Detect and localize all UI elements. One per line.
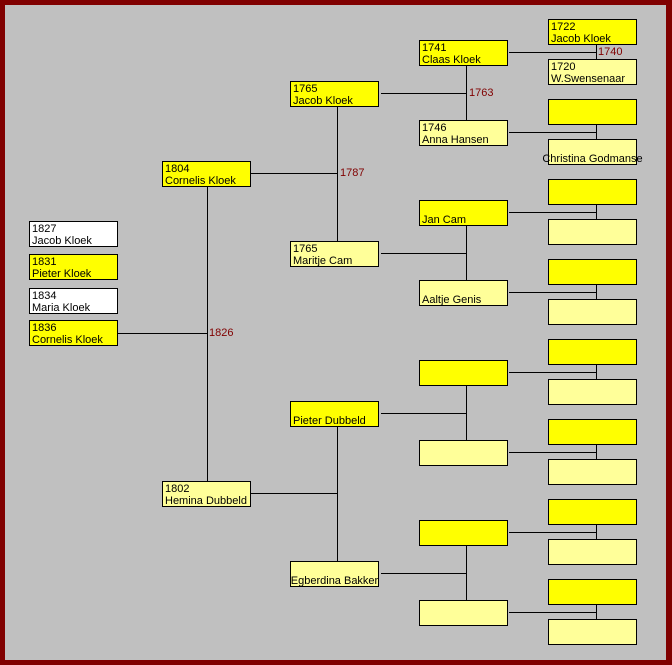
great-great-grandparent-box[interactable]: [548, 99, 637, 125]
person-name: Egberdina Bakker: [290, 575, 379, 587]
person-name: Jacob Kloek: [551, 33, 611, 45]
person-name: Jacob Kloek: [293, 95, 353, 107]
connector-line: [466, 386, 467, 440]
grandparent-box[interactable]: Egberdina Bakker: [290, 561, 379, 587]
person-name: Pieter Kloek: [32, 268, 92, 280]
person-name: Jan Cam: [422, 214, 467, 226]
connector-line: [381, 573, 466, 574]
connector-line: [596, 525, 597, 539]
person-year: 1722: [551, 21, 576, 33]
person-name: Christina Godmanse: [542, 153, 643, 165]
connector-line: [596, 285, 597, 299]
great-great-grandparent-box[interactable]: [548, 619, 637, 645]
great-grandparent-box[interactable]: [419, 360, 508, 386]
marriage-year: 1763: [469, 87, 494, 99]
connector-line: [381, 93, 466, 94]
person-name: Aaltje Genis: [422, 294, 482, 306]
person-name: Maria Kloek: [32, 302, 91, 314]
great-great-grandparent-box[interactable]: [548, 299, 637, 325]
great-great-grandparent-box[interactable]: [548, 499, 637, 525]
connector-line: [509, 292, 596, 293]
person-year: 1827: [32, 223, 57, 235]
connector-line: [596, 205, 597, 219]
person-name: Jacob Kloek: [32, 235, 92, 247]
marriage-year: 1826: [209, 327, 234, 339]
person-name: Pieter Dubbeld: [293, 415, 366, 427]
person-name: Cornelis Kloek: [32, 334, 103, 346]
person-year: 1741: [422, 42, 447, 54]
great-grandparent-box[interactable]: [419, 600, 508, 626]
person-name: Hemina Dubbeld: [165, 495, 247, 507]
connector-line: [381, 253, 466, 254]
connector-line: [466, 66, 467, 120]
connector-line: [596, 605, 597, 619]
great-great-grandparent-box[interactable]: [548, 419, 637, 445]
person-name: W.Swensenaar: [551, 73, 625, 85]
connector-line: [509, 52, 596, 53]
person-name: Claas Kloek: [422, 54, 481, 66]
person-year: 1831: [32, 256, 57, 268]
connector-line: [596, 365, 597, 379]
great-grandparent-box[interactable]: Aaltje Genis: [419, 280, 508, 306]
connector-line: [509, 612, 596, 613]
connector-line: [596, 45, 597, 59]
connector-line: [509, 132, 596, 133]
great-grandparent-box[interactable]: [419, 440, 508, 466]
great-great-grandparent-box[interactable]: [548, 259, 637, 285]
person-year: 1765: [293, 243, 318, 255]
great-great-grandparent-box[interactable]: [548, 379, 637, 405]
connector-line: [509, 532, 596, 533]
connector-line: [596, 125, 597, 139]
great-great-grandparent-box[interactable]: [548, 219, 637, 245]
connector-line: [251, 173, 337, 174]
grandparent-box[interactable]: Pieter Dubbeld: [290, 401, 379, 427]
great-great-grandparent-box[interactable]: [548, 539, 637, 565]
marriage-year: 1787: [340, 167, 365, 179]
person-year: 1802: [165, 483, 190, 495]
marriage-year: 1740: [598, 46, 623, 58]
connector-line: [118, 333, 207, 334]
great-great-grandparent-box[interactable]: Christina Godmanse: [542, 139, 643, 165]
connector-line: [596, 445, 597, 459]
connector-line: [509, 212, 596, 213]
person-year: 1836: [32, 322, 57, 334]
person-name: Cornelis Kloek: [165, 175, 236, 187]
person-year: 1720: [551, 61, 576, 73]
connector-line: [509, 372, 596, 373]
great-great-grandparent-box[interactable]: [548, 179, 637, 205]
person-year: 1834: [32, 290, 57, 302]
person-year: 1746: [422, 122, 447, 134]
person-name: Maritje Cam: [293, 255, 353, 267]
great-great-grandparent-box[interactable]: [548, 339, 637, 365]
great-grandparent-box[interactable]: [419, 520, 508, 546]
connector-line: [207, 187, 208, 481]
connector-line: [251, 493, 337, 494]
connector-line: [466, 546, 467, 600]
connector-line: [337, 427, 338, 561]
connector-line: [337, 107, 338, 241]
great-grandparent-box[interactable]: Jan Cam: [419, 200, 508, 226]
person-name: Anna Hansen: [422, 134, 489, 146]
great-great-grandparent-box[interactable]: [548, 459, 637, 485]
connector-line: [466, 226, 467, 280]
person-year: 1804: [165, 163, 190, 175]
connector-line: [509, 452, 596, 453]
great-great-grandparent-box[interactable]: [548, 579, 637, 605]
connector-line: [381, 413, 466, 414]
person-year: 1765: [293, 83, 318, 95]
